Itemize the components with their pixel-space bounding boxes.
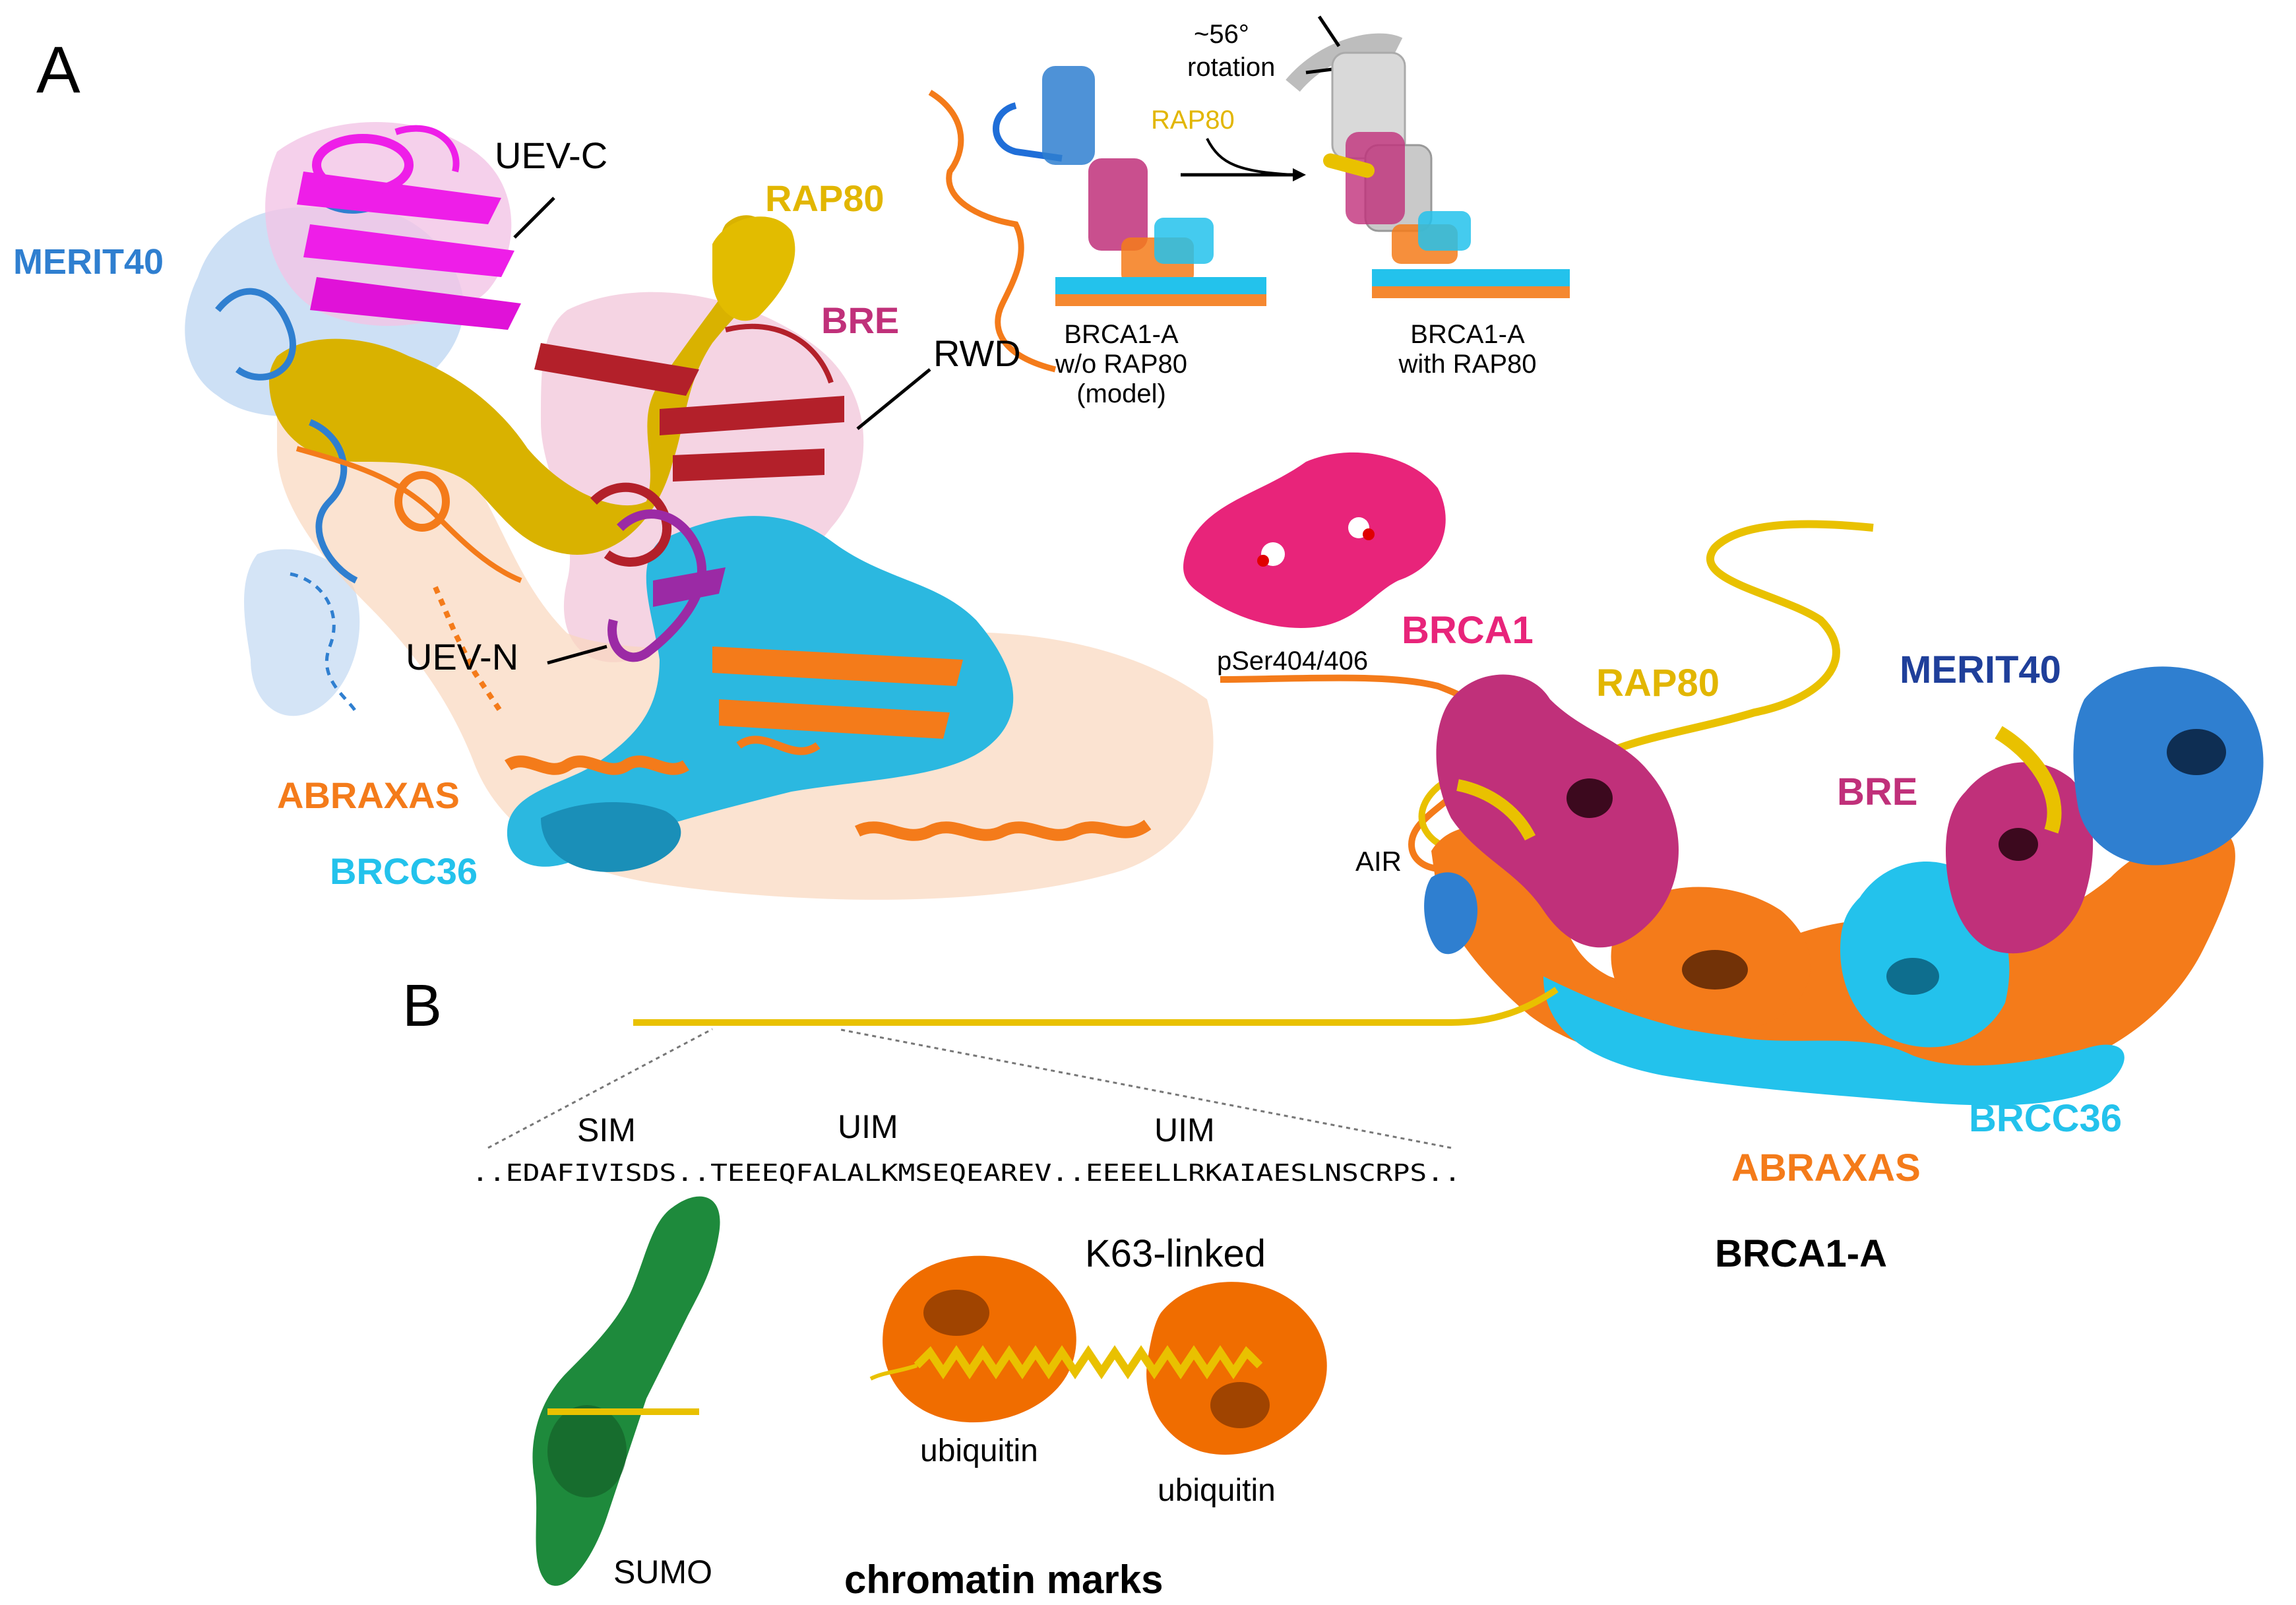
label-uim-2: UIM	[1154, 1112, 1215, 1149]
pser-oxygen-1	[1257, 555, 1269, 567]
bre-lobe-left-pocket	[1567, 778, 1613, 818]
inset-rap80-pointer	[1206, 138, 1293, 176]
sumo-surface	[532, 1196, 720, 1586]
merit40-dashed-loop	[290, 572, 358, 714]
abraxas-cartoon	[295, 446, 1152, 841]
inset-rotation-arc	[1286, 33, 1403, 92]
brcc36-base-surface	[1543, 976, 2125, 1106]
sumo-shadow	[547, 1405, 627, 1497]
uevc-leader	[513, 197, 555, 239]
brca1a-complex	[633, 452, 2264, 1106]
rap80-surface-top	[712, 216, 795, 321]
inset-left-brcc36	[1154, 218, 1214, 264]
inset-left-bre	[1088, 158, 1148, 251]
inset-left-caption-1: BRCA1-A	[1064, 320, 1179, 349]
uevn-cartoon	[607, 509, 726, 662]
abraxas-surface	[277, 387, 1214, 900]
inset-left-base-brcc36	[1055, 277, 1266, 294]
inset-arrowhead	[1293, 168, 1306, 181]
brca1-phosphopeptide-surface	[1183, 452, 1446, 628]
panel-a-structure	[185, 122, 1214, 900]
inset-right-caption-1: BRCA1-A	[1410, 320, 1525, 349]
label-abraxas-complex: ABRAXAS	[1731, 1147, 1921, 1189]
inset-rotation-tick	[1317, 15, 1341, 47]
inset-right-base-abraxas	[1372, 286, 1570, 298]
inset-right-caption-2: with RAP80	[1398, 350, 1537, 379]
label-rap80-complex: RAP80	[1596, 662, 1720, 705]
inset-rotation-diagram	[928, 15, 1570, 373]
zoom-line-left	[487, 1028, 713, 1149]
label-ubiquitin-1: ubiquitin	[920, 1433, 1038, 1468]
label-merit40-a: MERIT40	[13, 242, 164, 282]
uevn-leader	[547, 645, 607, 665]
label-ubiquitin-2: ubiquitin	[1158, 1473, 1276, 1508]
label-merit40-complex: MERIT40	[1900, 648, 2061, 691]
merit40-complex-surface	[2073, 666, 2264, 865]
label-sim: SIM	[577, 1112, 636, 1149]
abraxas-lobe-pocket	[1682, 950, 1748, 990]
label-sumo: SUMO	[613, 1554, 712, 1590]
label-k63-linked: K63-linked	[1085, 1232, 1266, 1275]
label-bre-a: BRE	[821, 299, 899, 341]
inset-left-orange-strand	[928, 90, 1057, 373]
label-uevn: UEV-N	[406, 636, 518, 677]
merit40-small-surface	[1424, 872, 1477, 955]
inset-right-brcc36	[1418, 211, 1471, 251]
pser-oxygen-2	[1363, 528, 1375, 540]
uim-tail	[869, 1364, 917, 1381]
panel-b	[487, 1028, 1452, 1586]
label-air: AIR	[1355, 846, 1402, 877]
ubiquitin-left-surface	[883, 1255, 1076, 1423]
inset-left-base-abraxas	[1055, 294, 1266, 306]
bre-lobe-left-surface	[1436, 674, 1679, 948]
label-uevc: UEV-C	[495, 135, 607, 176]
brcc36-surface	[507, 516, 1014, 867]
rwd-leader	[856, 368, 931, 430]
inset-rotation-word: rotation	[1187, 53, 1275, 82]
label-brca1: BRCA1	[1402, 609, 1534, 652]
uevc-surface	[265, 122, 512, 326]
inset-left-merit40	[1042, 66, 1095, 165]
label-chromatin-marks: chromatin marks	[844, 1558, 1164, 1602]
label-rap80-a: RAP80	[765, 177, 884, 219]
rap80-helix-left	[1456, 779, 1536, 841]
inset-right-base-brcc36	[1372, 269, 1570, 286]
uevc-cartoon	[297, 125, 521, 330]
zoom-line-right	[837, 1028, 1452, 1149]
label-rwd: RWD	[933, 332, 1021, 374]
inset-left-caption-3: (model)	[1076, 379, 1166, 408]
inset-right-rap80-helix	[1322, 153, 1375, 178]
merit40-complex-pocket	[2167, 729, 2226, 775]
bre-lobe-right-pocket	[1999, 828, 2038, 861]
inset-rap80-label: RAP80	[1151, 106, 1235, 135]
bre-cartoon	[534, 323, 844, 567]
ubiquitin-left-shadow	[923, 1290, 989, 1336]
inset-right-bre	[1346, 132, 1405, 224]
rap80-helix-right	[1995, 726, 2062, 834]
rap80-long-line	[633, 986, 1559, 1026]
label-abraxas-a: ABRAXAS	[277, 774, 460, 816]
inset-rotation-angle: ~56°	[1194, 20, 1249, 49]
merit40-lower-surface	[244, 549, 360, 716]
inset-left-caption-2: w/o RAP80	[1055, 350, 1187, 379]
label-brcc36-complex: BRCC36	[1969, 1097, 2122, 1140]
rap80-sequence: ..EDAFIVISDS..TEEEQFALALKMSEQEAREV..EEEE…	[472, 1160, 1461, 1187]
label-brcc36-a: BRCC36	[330, 850, 478, 892]
inset-rotation-tick2	[1305, 67, 1333, 75]
panel-b-letter: B	[402, 973, 442, 1039]
ubiquitin-right-shadow	[1210, 1382, 1270, 1428]
uim-helix	[914, 1345, 1263, 1379]
inset-left-blue-loop	[993, 102, 1063, 162]
label-pser: pSer404/406	[1217, 646, 1368, 676]
label-uim-1: UIM	[838, 1108, 898, 1145]
label-complex-name: BRCA1-A	[1715, 1232, 1887, 1275]
brcc36-surface-shadow	[541, 802, 681, 872]
label-bre-complex: BRE	[1837, 771, 1917, 813]
brcc36-lobe-pocket	[1886, 958, 1939, 995]
panel-a-letter: A	[36, 33, 80, 107]
